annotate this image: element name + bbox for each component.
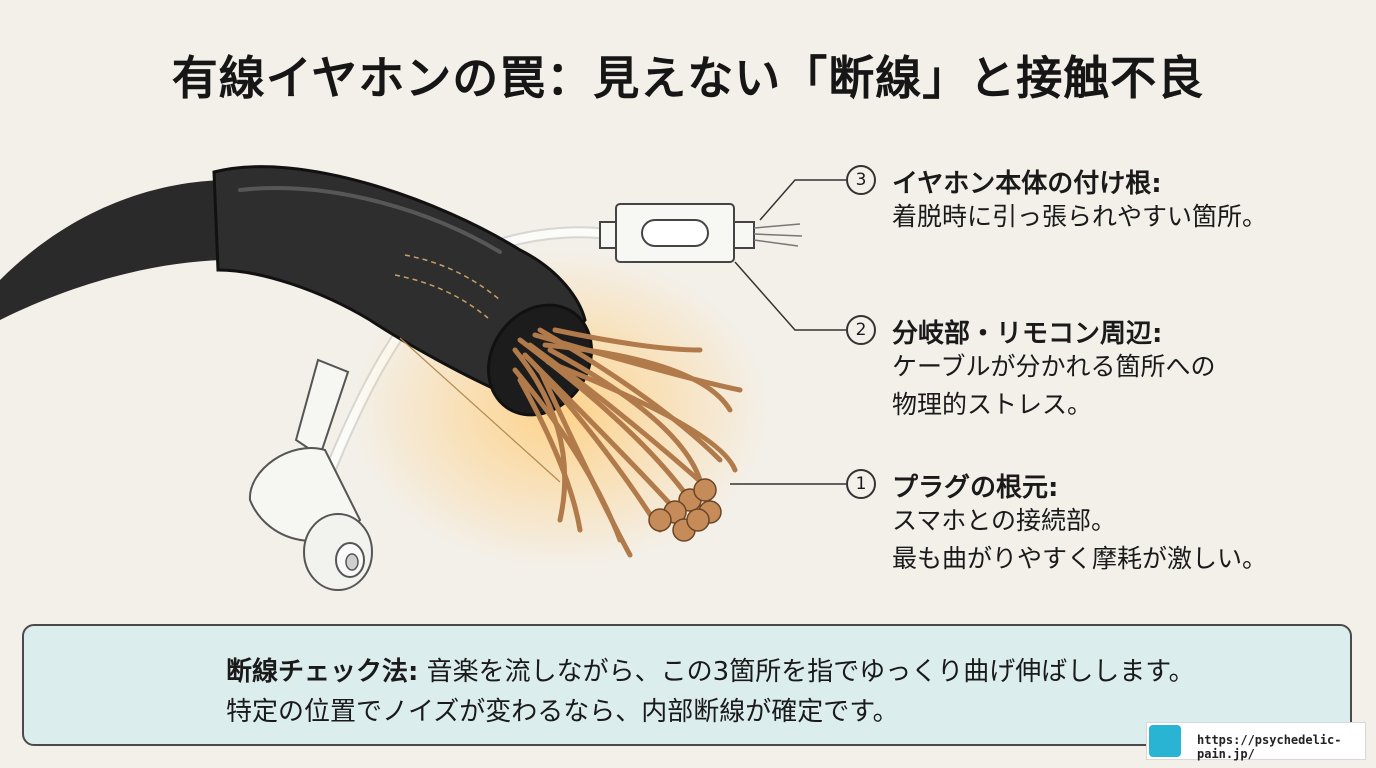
callout-desc-line: ケーブルが分かれる箇所への (892, 352, 1216, 381)
copper-strand (532, 332, 743, 393)
callout-title: 分岐部・リモコン周辺: (892, 319, 1163, 349)
copper-strand (547, 347, 703, 483)
earbud (248, 358, 373, 591)
remote-splitter (599, 203, 803, 263)
brand-logo-icon (1149, 725, 1181, 757)
check-method-text: 断線チェック法: 音楽を流しながら、この3箇所を指でゆっくり曲げ伸ばしします。 … (226, 652, 1195, 732)
copper-strand (512, 347, 568, 523)
check-method-label: 断線チェック法: (226, 657, 419, 687)
callout-desc-line: 最も曲がりやすく摩耗が激しい。 (892, 544, 1268, 573)
callout-desc-line: 物理的ストレス。 (892, 390, 1093, 419)
callout-title: プラグの根元: (892, 473, 1059, 503)
check-method-line1: 音楽を流しながら、この3箇所を指でゆっくり曲げ伸ばしします。 (426, 657, 1195, 687)
check-method-box: 断線チェック法: 音楽を流しながら、この3箇所を指でゆっくり曲げ伸ばしします。 … (22, 624, 1352, 746)
brand-badge[interactable]: https://psychedelic-pain.jp/ (1146, 722, 1366, 761)
callout-number: 2 (846, 315, 876, 345)
copper-bundle-end (686, 508, 710, 532)
copper-strands (512, 327, 743, 558)
copper-strand (537, 367, 633, 558)
brand-url[interactable]: https://psychedelic-pain.jp/ (1197, 733, 1342, 761)
copper-strand (545, 359, 738, 473)
check-method-line2: 特定の位置でノイズが変わるなら、内部断線が確定です。 (226, 697, 899, 727)
leader-lines (399, 179, 846, 485)
page-title: 有線イヤホンの罠：見えない「断線」と接触不良 (171, 51, 1205, 105)
copper-bundle-end (648, 508, 672, 532)
callout-desc-line: 着脱時に引っ張られやすい箇所。 (892, 202, 1268, 231)
copper-bundle-end (693, 478, 717, 502)
callout-title: イヤホン本体の付け根: (892, 169, 1162, 199)
callout-number: 1 (846, 469, 876, 499)
copper-strand (552, 327, 703, 353)
copper-strand (517, 377, 583, 533)
callout-number: 3 (846, 165, 876, 195)
thick-cable (0, 165, 594, 417)
callout-desc-line: スマホとの接続部。 (892, 506, 1117, 535)
